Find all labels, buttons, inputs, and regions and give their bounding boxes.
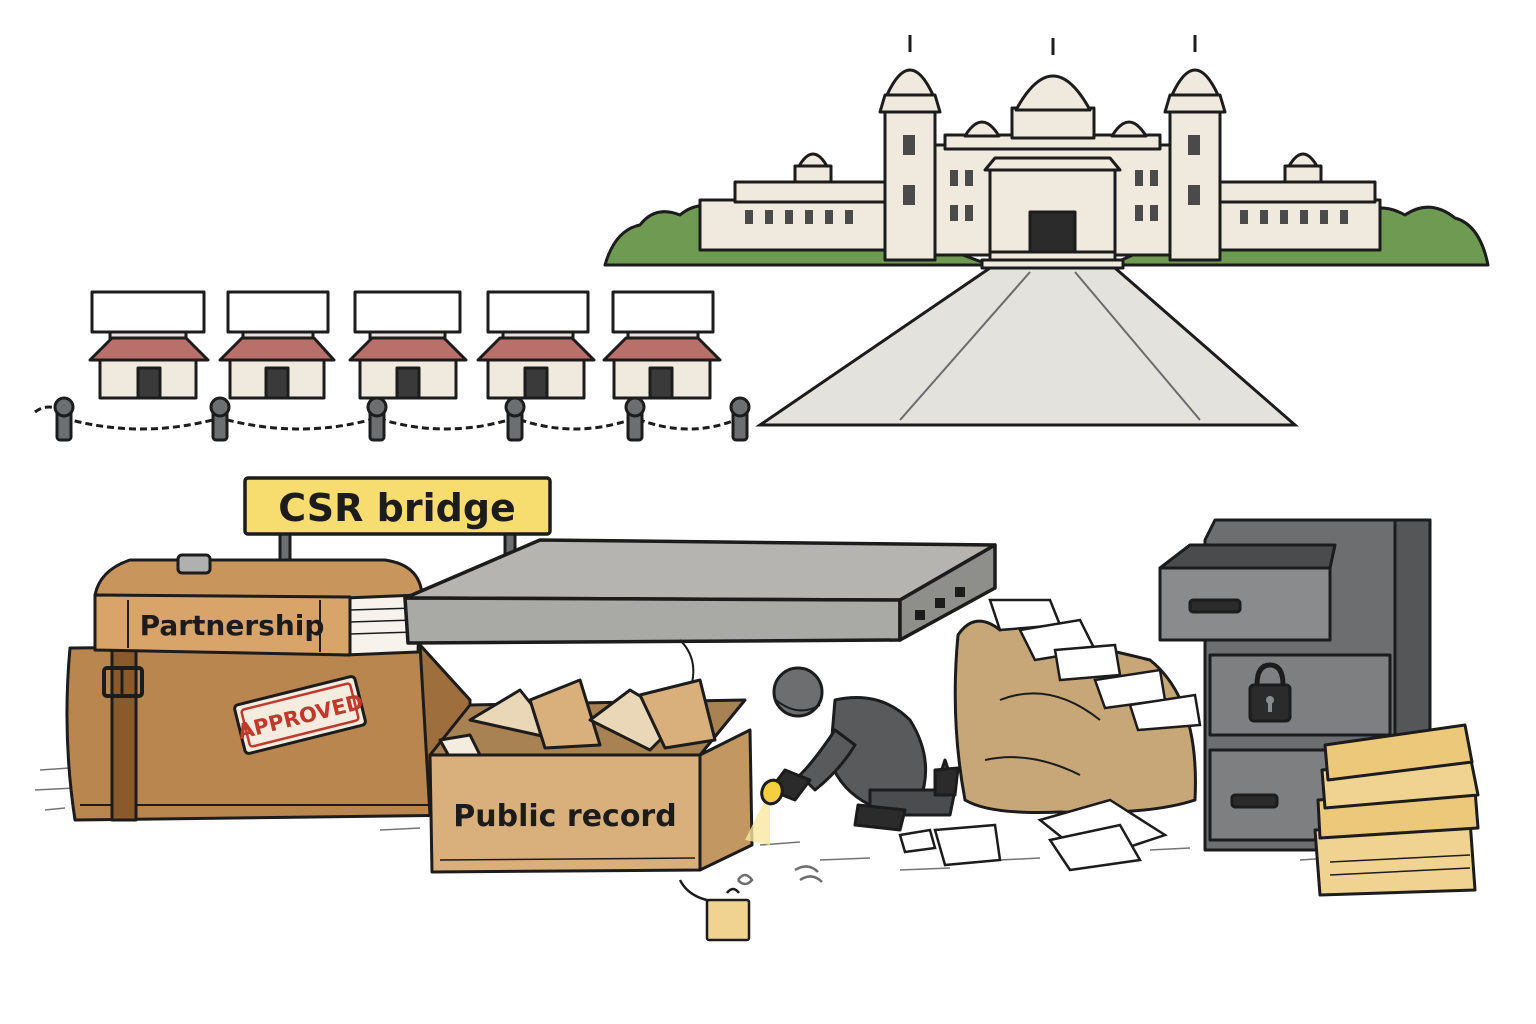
flying-papers xyxy=(898,598,1202,872)
ground-hatching xyxy=(34,767,1331,871)
house-1 xyxy=(88,290,210,400)
book-label: Partnership xyxy=(140,609,325,642)
house-3 xyxy=(348,290,468,400)
village-houses xyxy=(88,290,722,400)
sign-label: CSR bridge xyxy=(278,486,516,530)
house-5 xyxy=(602,290,722,400)
padlock-icon xyxy=(1248,662,1292,723)
dropped-tag xyxy=(678,879,751,942)
palace xyxy=(603,35,1490,270)
csr-bridge-sign xyxy=(243,476,552,562)
flashlight-icon xyxy=(760,768,812,806)
house-4 xyxy=(476,290,596,400)
chain-barrier xyxy=(34,396,751,442)
partnership-book xyxy=(93,553,424,657)
public-record-box xyxy=(428,678,754,874)
folder-stack xyxy=(1313,723,1480,897)
approved-stamp xyxy=(233,675,367,755)
box-label: Public record xyxy=(453,799,676,834)
avenue-road xyxy=(755,266,1300,427)
paperclip-icon xyxy=(736,865,823,886)
house-2 xyxy=(218,290,336,400)
crouching-investigator xyxy=(745,666,960,845)
bridge-slab xyxy=(403,538,997,691)
